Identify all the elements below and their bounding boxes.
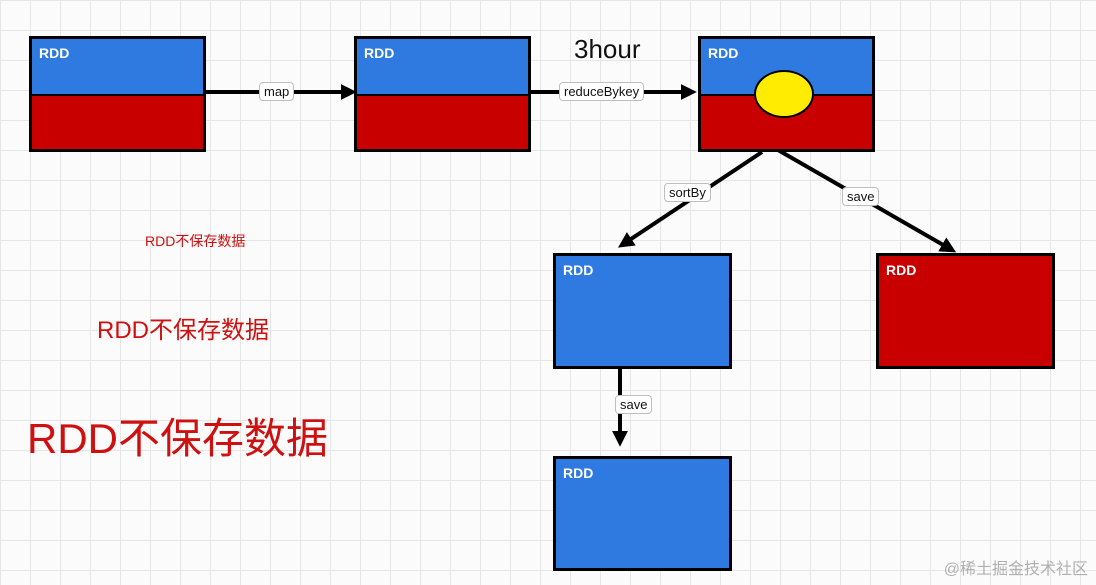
- rdd-node-2-top: [357, 39, 528, 94]
- save-right-edge-label: save: [842, 187, 880, 206]
- rdd-node-3-label: RDD: [708, 45, 739, 61]
- note-medium: RDD不保存数据: [97, 317, 269, 344]
- rdd-node-2-label: RDD: [364, 45, 395, 61]
- rdd-node-2-bottom: [357, 94, 528, 149]
- note-small: RDD不保存数据: [145, 233, 246, 249]
- note-large: RDD不保存数据: [27, 415, 328, 462]
- map-edge-label: map: [259, 82, 295, 101]
- reducebykey-edge-label: reduceBykey: [559, 82, 645, 101]
- rdd-node-saved-bottom-label: RDD: [563, 465, 594, 481]
- save-down-edge-label: save: [615, 395, 653, 414]
- rdd-node-3: RDD: [698, 36, 875, 152]
- rdd-node-1: RDD: [29, 36, 206, 152]
- rdd-node-sorted: RDD: [553, 253, 732, 369]
- watermark: @稀土掘金技术社区: [943, 561, 1088, 578]
- rdd-node-saved-bottom: RDD: [553, 456, 732, 571]
- rdd-node-2: RDD: [354, 36, 531, 152]
- rdd-node-sorted-label: RDD: [563, 262, 594, 278]
- rdd-node-saved-right: RDD: [876, 253, 1055, 369]
- cache-marker-circle: [754, 70, 814, 118]
- rdd-node-saved-right-label: RDD: [886, 262, 917, 278]
- duration-heading: 3hour: [574, 34, 641, 64]
- sortby-edge-label: sortBy: [664, 183, 711, 202]
- rdd-node-1-bottom: [32, 94, 203, 149]
- rdd-node-1-top: [32, 39, 203, 94]
- rdd-node-1-label: RDD: [39, 45, 70, 61]
